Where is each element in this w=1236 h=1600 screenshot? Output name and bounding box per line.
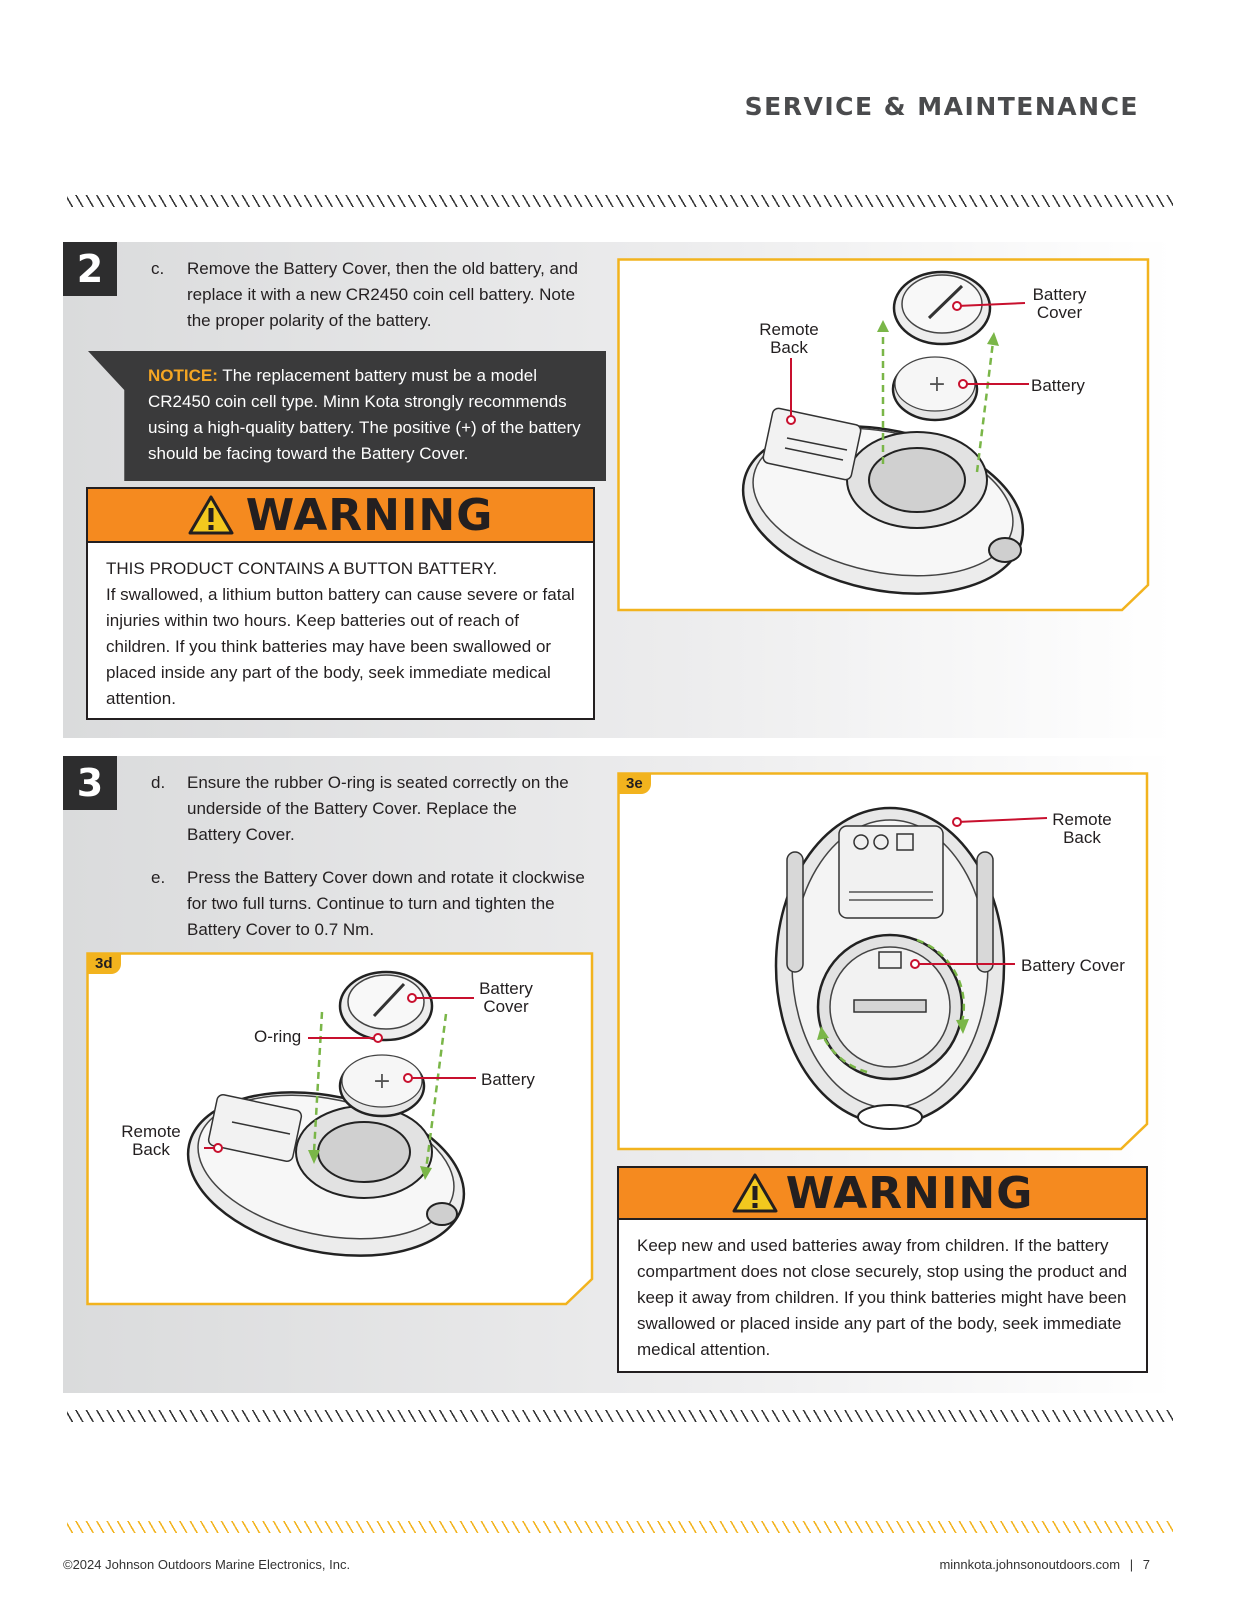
warning-triangle-icon: [188, 495, 234, 535]
item-letter-d: d.: [151, 773, 166, 792]
warning-triangle-icon: [732, 1173, 778, 1213]
label-battery-2c: Battery: [1031, 376, 1085, 395]
step-number-2: 2: [63, 242, 117, 296]
figure-tag-3d: 3d: [87, 953, 121, 974]
warning-body-2: Keep new and used batteries away from ch…: [637, 1236, 1128, 1359]
footer-right: minnkota.johnsonoutdoors.com | 7: [939, 1557, 1150, 1572]
item-text-c: Remove the Battery Cover, then the old b…: [187, 259, 578, 330]
label-remote-back-3d: Remote Back: [121, 1122, 181, 1159]
figure-3e: 3e Remote Back Battery Cover: [617, 772, 1149, 1151]
top-divider: [67, 195, 1173, 207]
footer-divider: [67, 1521, 1173, 1533]
warning-title-1: WARNING: [245, 489, 494, 541]
label-battery-cover-2c: Battery Cover: [1032, 285, 1087, 322]
svg-text:+: +: [373, 1069, 391, 1094]
footer-copyright: ©2024 Johnson Outdoors Marine Electronic…: [63, 1557, 351, 1572]
bottom-divider: [67, 1410, 1173, 1422]
warning-body-1: If swallowed, a lithium button battery c…: [106, 585, 575, 708]
notice-label: NOTICE:: [148, 366, 218, 385]
notice-box: NOTICE: The replacement battery must be …: [88, 351, 606, 481]
item-text-e: Press the Battery Cover down and rotate …: [187, 868, 585, 939]
warning-box-1: WARNING THIS PRODUCT CONTAINS A BUTTON B…: [86, 487, 595, 720]
notice-text: The replacement battery must be a model …: [148, 366, 581, 463]
label-remote-back-3e: Remote Back: [1052, 810, 1112, 847]
warning-line-1: THIS PRODUCT CONTAINS A BUTTON BATTERY.: [106, 559, 498, 578]
section-title: SERVICE & MAINTENANCE: [744, 92, 1139, 121]
item-letter-e: e.: [151, 868, 166, 887]
label-battery-cover-3d: Battery Cover: [479, 979, 533, 1016]
footer-separator: |: [1129, 1557, 1134, 1572]
warning-title-2: WARNING: [785, 1167, 1034, 1219]
label-oring-3d: O-ring: [254, 1027, 302, 1046]
warning-box-2: WARNING Keep new and used batteries away…: [617, 1166, 1148, 1373]
figure-3e-drawing: [617, 772, 1149, 1151]
item-text-d: Ensure the rubber O-ring is seated corre…: [187, 773, 569, 844]
footer-website[interactable]: minnkota.johnsonoutdoors.com: [939, 1557, 1121, 1572]
page-number: 7: [1142, 1557, 1150, 1572]
item-letter-c: c.: [151, 259, 165, 278]
label-battery-cover-3e: Battery Cover: [1021, 956, 1125, 975]
figure-2c: + Battery Cover Remote Back Battery: [617, 258, 1150, 612]
label-battery-3d: Battery: [481, 1070, 535, 1089]
figure-3d-drawing: +: [86, 952, 594, 1306]
label-remote-back-2c: Remote Back: [759, 320, 819, 357]
figure-3d: + 3d Battery Cover O-ring Battery Remote…: [86, 952, 594, 1306]
step-number-3: 3: [63, 756, 117, 810]
svg-text:+: +: [928, 372, 946, 397]
figure-2c-drawing: +: [617, 258, 1150, 612]
figure-tag-3e: 3e: [618, 773, 651, 794]
